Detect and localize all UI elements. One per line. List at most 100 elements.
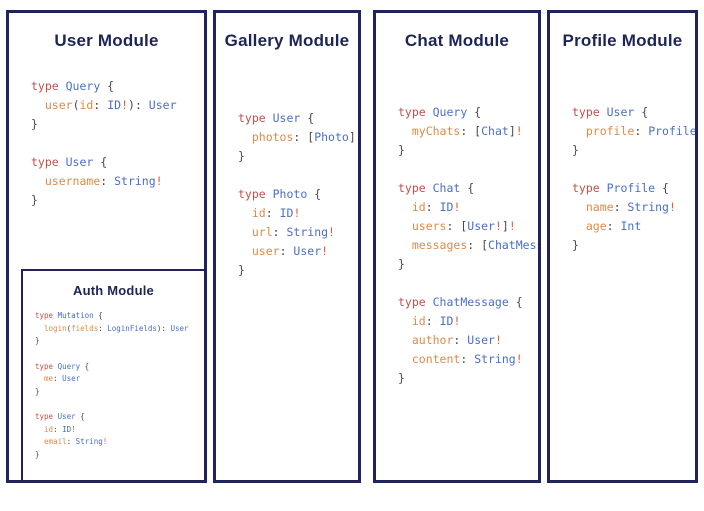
token-field: id [44, 424, 54, 434]
token-type: Profile [648, 124, 697, 138]
schema-code-line: } [398, 369, 538, 388]
token-kw: type [238, 187, 273, 201]
token-kw: type [572, 181, 607, 195]
token-type: Chat [481, 124, 509, 138]
token-punc: } [398, 257, 405, 271]
token-punc: } [31, 193, 38, 207]
token-field: login [44, 323, 67, 333]
token-type: String [286, 225, 329, 239]
schema-code-line: profile: Profile! [572, 122, 695, 141]
token-punc [398, 352, 412, 366]
schema-code-line: type Query { [31, 77, 204, 96]
schema-code-line: age: Int [572, 217, 695, 236]
token-type: Query [432, 105, 468, 119]
token-field: age [585, 219, 607, 233]
schema-code-line: type Photo { [238, 185, 358, 204]
schema-code-line: username: String! [31, 172, 204, 191]
schema-code-line: } [398, 141, 538, 160]
schema-code-line: } [31, 191, 204, 210]
token-punc: : [98, 323, 108, 333]
token-type: Query [57, 361, 81, 371]
token-punc [572, 219, 586, 233]
token-type: Photo [272, 187, 308, 201]
schema-type-block: type Photo { id: ID! url: String! user: … [238, 185, 358, 280]
module-card-profile[interactable]: Profile Module type User { profile: Prof… [547, 10, 698, 483]
token-bang: ! [155, 174, 163, 188]
schema-code-line: type User { [35, 411, 204, 424]
schema-code-line: email: String! [35, 436, 204, 449]
token-field: id [411, 314, 426, 328]
token-field: user [251, 244, 280, 258]
token-punc [35, 324, 44, 333]
token-kw: type [398, 295, 433, 309]
token-punc [35, 374, 44, 383]
schema-code-line: type Chat { [398, 179, 538, 198]
token-type: User [606, 105, 635, 119]
token-type: User [467, 333, 495, 347]
token-punc: : [100, 174, 115, 188]
spacer [550, 51, 695, 103]
schema-type-block: type User { photos: [Photo]!} [238, 109, 358, 166]
schema-code-line: } [572, 236, 695, 255]
schema-code-line: type ChatMessage { [398, 293, 538, 312]
token-punc: } [398, 143, 405, 157]
token-field: fields [71, 323, 99, 333]
token-bang: ! [453, 200, 461, 214]
token-punc [398, 314, 412, 328]
spacer [376, 51, 538, 103]
token-punc: : [ [467, 238, 489, 252]
token-punc [238, 225, 252, 239]
token-punc [31, 98, 45, 112]
token-punc [398, 333, 412, 347]
token-punc: } [31, 117, 38, 131]
token-punc: : [425, 314, 440, 328]
token-field: content [411, 352, 461, 366]
token-kw: type [398, 181, 433, 195]
schema-type-block: type Query { me: User} [35, 361, 204, 399]
token-punc [238, 244, 252, 258]
schema-type-block: type User { profile: Profile!} [572, 103, 695, 160]
token-type: Profile [606, 181, 656, 195]
token-punc [572, 200, 586, 214]
schema-type-block: type Mutation { login(fields: LoginField… [35, 310, 204, 348]
schema-code-line: type User { [238, 109, 358, 128]
schema-code-line: } [238, 261, 358, 280]
token-bang: ! [508, 219, 516, 233]
schema-code-line: } [572, 141, 695, 160]
schema-type-block: type Chat { id: ID! users: [User!]! mess… [398, 179, 538, 274]
schema-code-line: type Query { [398, 103, 538, 122]
token-punc: : [460, 352, 475, 366]
module-title-gallery: Gallery Module [224, 31, 350, 50]
token-field: id [411, 200, 426, 214]
token-bang: ! [668, 200, 676, 214]
token-type: ID [107, 98, 122, 112]
token-field: username [44, 174, 101, 188]
token-field: name [585, 200, 614, 214]
token-bang: ! [453, 314, 461, 328]
token-punc: { [460, 181, 475, 195]
token-bang: ! [71, 424, 76, 434]
token-type: ID [62, 424, 72, 434]
token-type: ID [439, 314, 454, 328]
module-card-user[interactable]: User Module type Query { user(id: ID!): … [6, 10, 207, 483]
module-title-auth: Auth Module [73, 283, 154, 298]
module-card-auth[interactable]: Auth Module type Mutation { login(fields… [21, 269, 204, 480]
schema-code-gallery: type User { photos: [Photo]!} type Photo … [216, 109, 358, 280]
token-punc: ] [508, 124, 516, 138]
block-gap [35, 348, 204, 361]
schema-code-line: id: ID! [35, 424, 204, 437]
token-punc: } [238, 263, 245, 277]
token-punc: ( [72, 98, 80, 112]
schema-code-line: type User { [31, 153, 204, 172]
module-card-gallery[interactable]: Gallery Module type User { photos: [Phot… [213, 10, 361, 483]
token-field: author [411, 333, 454, 347]
module-card-chat[interactable]: Chat Module type Query { myChats: [Chat]… [373, 10, 541, 483]
token-punc: : [272, 225, 287, 239]
token-kw: type [35, 311, 58, 320]
token-punc: ): [128, 98, 149, 112]
schema-code-line: messages: [ChatMessage]! [398, 236, 538, 255]
schema-code-line: type Mutation { [35, 310, 204, 323]
token-field: me [44, 374, 54, 383]
schema-code-line: } [35, 335, 204, 348]
